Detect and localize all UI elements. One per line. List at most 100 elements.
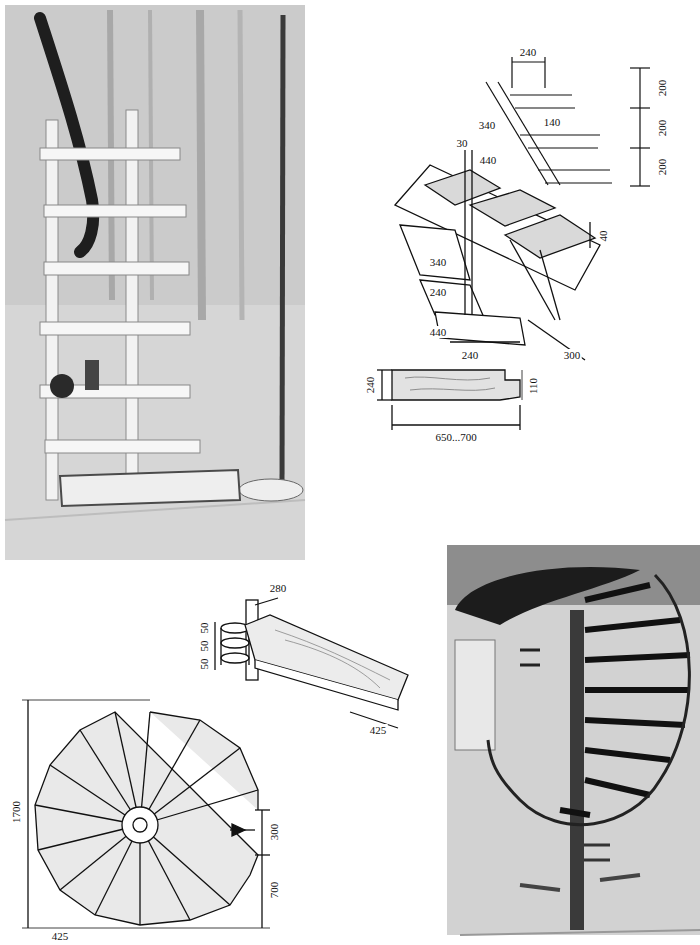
spiral-stair-plan-part	[27, 700, 28, 928]
spiral-stair-plan-part	[22, 700, 150, 701]
photo-ladder-stair-part	[126, 110, 138, 490]
stair-section-sketch-part	[515, 107, 575, 108]
dimension-label: 425	[51, 930, 70, 942]
photo-ladder-stair-part	[200, 10, 202, 320]
dimension-label: 700	[268, 881, 280, 900]
spiral-stair-plan-part	[255, 809, 270, 810]
tread-profile-part	[377, 399, 392, 400]
dimension-label: 650...700	[434, 431, 477, 443]
stair-section-sketch-part	[528, 147, 598, 148]
photo-spiral-stair-part	[520, 650, 540, 665]
stair-section-sketch-part	[511, 57, 512, 88]
stair-section-sketch	[486, 57, 650, 186]
photo-spiral-stair-part	[455, 640, 495, 750]
tread-profile-part	[405, 377, 495, 390]
spiral-tread-sketch-part	[221, 638, 249, 648]
exploded-stair-sketch-part	[540, 250, 560, 320]
spiral-stair-plan-part	[261, 810, 262, 928]
photo-ladder-stair-part	[240, 10, 242, 320]
spiral-tread-sketch-part	[221, 653, 249, 663]
exploded-stair-sketch-part	[395, 165, 600, 290]
stair-section-sketch-part	[544, 57, 545, 88]
spiral-stair-plan-part	[22, 928, 270, 929]
stair-section-sketch-part	[630, 147, 650, 148]
photo-ladder-stair-part	[5, 5, 305, 560]
photo-spiral-stair-part	[560, 585, 690, 815]
photo-spiral-stair-part	[570, 610, 584, 930]
exploded-stair-sketch-part	[470, 190, 555, 226]
tread-profile-part	[391, 405, 392, 430]
spiral-tread-sketch	[215, 598, 408, 728]
dimension-label: 140	[543, 116, 562, 128]
tread-profile	[377, 370, 522, 430]
dimension-label: 300	[563, 349, 582, 361]
photo-ladder-stair	[5, 5, 305, 560]
dimension-label: 50	[198, 640, 210, 653]
exploded-stair-sketch-part	[471, 150, 472, 315]
exploded-stair-sketch-part	[528, 320, 585, 360]
dimension-label: 200	[656, 79, 668, 98]
spiral-tread-sketch-part	[214, 622, 215, 670]
photo-spiral-stair-part	[460, 930, 700, 935]
photo-spiral-stair-part	[488, 575, 689, 825]
dimension-label: 340	[429, 256, 448, 268]
exploded-stair-sketch-part	[505, 215, 595, 258]
exploded-stair-sketch-part	[400, 225, 470, 280]
tread-profile-part	[519, 405, 520, 430]
dimension-label: 240	[461, 349, 480, 361]
dimension-label: 30	[456, 137, 469, 149]
photo-ladder-stair-part	[45, 440, 200, 453]
photo-ladder-stair-part	[50, 374, 74, 398]
photo-spiral-stair	[447, 545, 700, 935]
dimension-label: 240	[519, 46, 538, 58]
dimension-label: 240	[429, 286, 448, 298]
photo-spiral-stair-part	[520, 875, 640, 890]
stair-section-sketch-part	[510, 94, 572, 95]
dimension-label: 200	[656, 158, 668, 177]
dimension-label: 50	[198, 658, 210, 671]
spiral-stair-plan-part	[35, 712, 258, 925]
dimension-label: 440	[479, 154, 498, 166]
stair-section-sketch-part	[630, 67, 650, 68]
stair-section-sketch-part	[520, 134, 600, 135]
photo-spiral-stair-part	[447, 545, 700, 935]
photo-ladder-stair-part	[282, 15, 283, 490]
spiral-stair-plan-part	[122, 807, 158, 843]
spiral-stair-plan-part	[140, 748, 240, 825]
tread-profile-part	[392, 370, 520, 400]
exploded-stair-sketch-part	[464, 150, 465, 315]
spiral-tread-sketch-part	[221, 628, 249, 665]
spiral-stair-plan-part	[133, 818, 147, 832]
tread-profile-part	[377, 369, 392, 370]
exploded-stair-sketch-part	[589, 222, 590, 248]
tread-profile-part	[381, 370, 382, 400]
spiral-tread-sketch-part	[275, 630, 390, 688]
stair-section-sketch-part	[512, 61, 545, 62]
spiral-stair-plan-part	[255, 854, 270, 855]
photo-ladder-stair-part	[44, 262, 189, 275]
dimension-label: 200	[656, 119, 668, 138]
dimension-label: 240	[364, 376, 376, 395]
dimension-label: 40	[597, 230, 609, 243]
dimension-label: 50	[198, 622, 210, 635]
dimension-label: 340	[478, 119, 497, 131]
dimension-label: 110	[527, 377, 539, 395]
dimension-label: 425	[369, 724, 388, 736]
exploded-stair-sketch-part	[450, 341, 520, 342]
stair-section-sketch-part	[639, 68, 640, 186]
photo-ladder-stair-part	[85, 360, 99, 390]
photo-ladder-stair-part	[40, 322, 190, 335]
exploded-stair-sketch	[395, 150, 600, 360]
spiral-stair-plan	[22, 700, 270, 928]
photo-ladder-stair-part	[239, 479, 303, 501]
photo-ladder-stair-part	[40, 148, 180, 160]
tread-profile-part	[522, 370, 523, 400]
dimension-label: 280	[269, 582, 288, 594]
spiral-tread-sketch-part	[255, 598, 278, 605]
spiral-stair-plan-part	[230, 829, 255, 830]
stair-section-sketch-part	[545, 182, 612, 183]
photo-ladder-stair-part	[60, 470, 240, 506]
dimension-label: 1700	[10, 800, 22, 824]
